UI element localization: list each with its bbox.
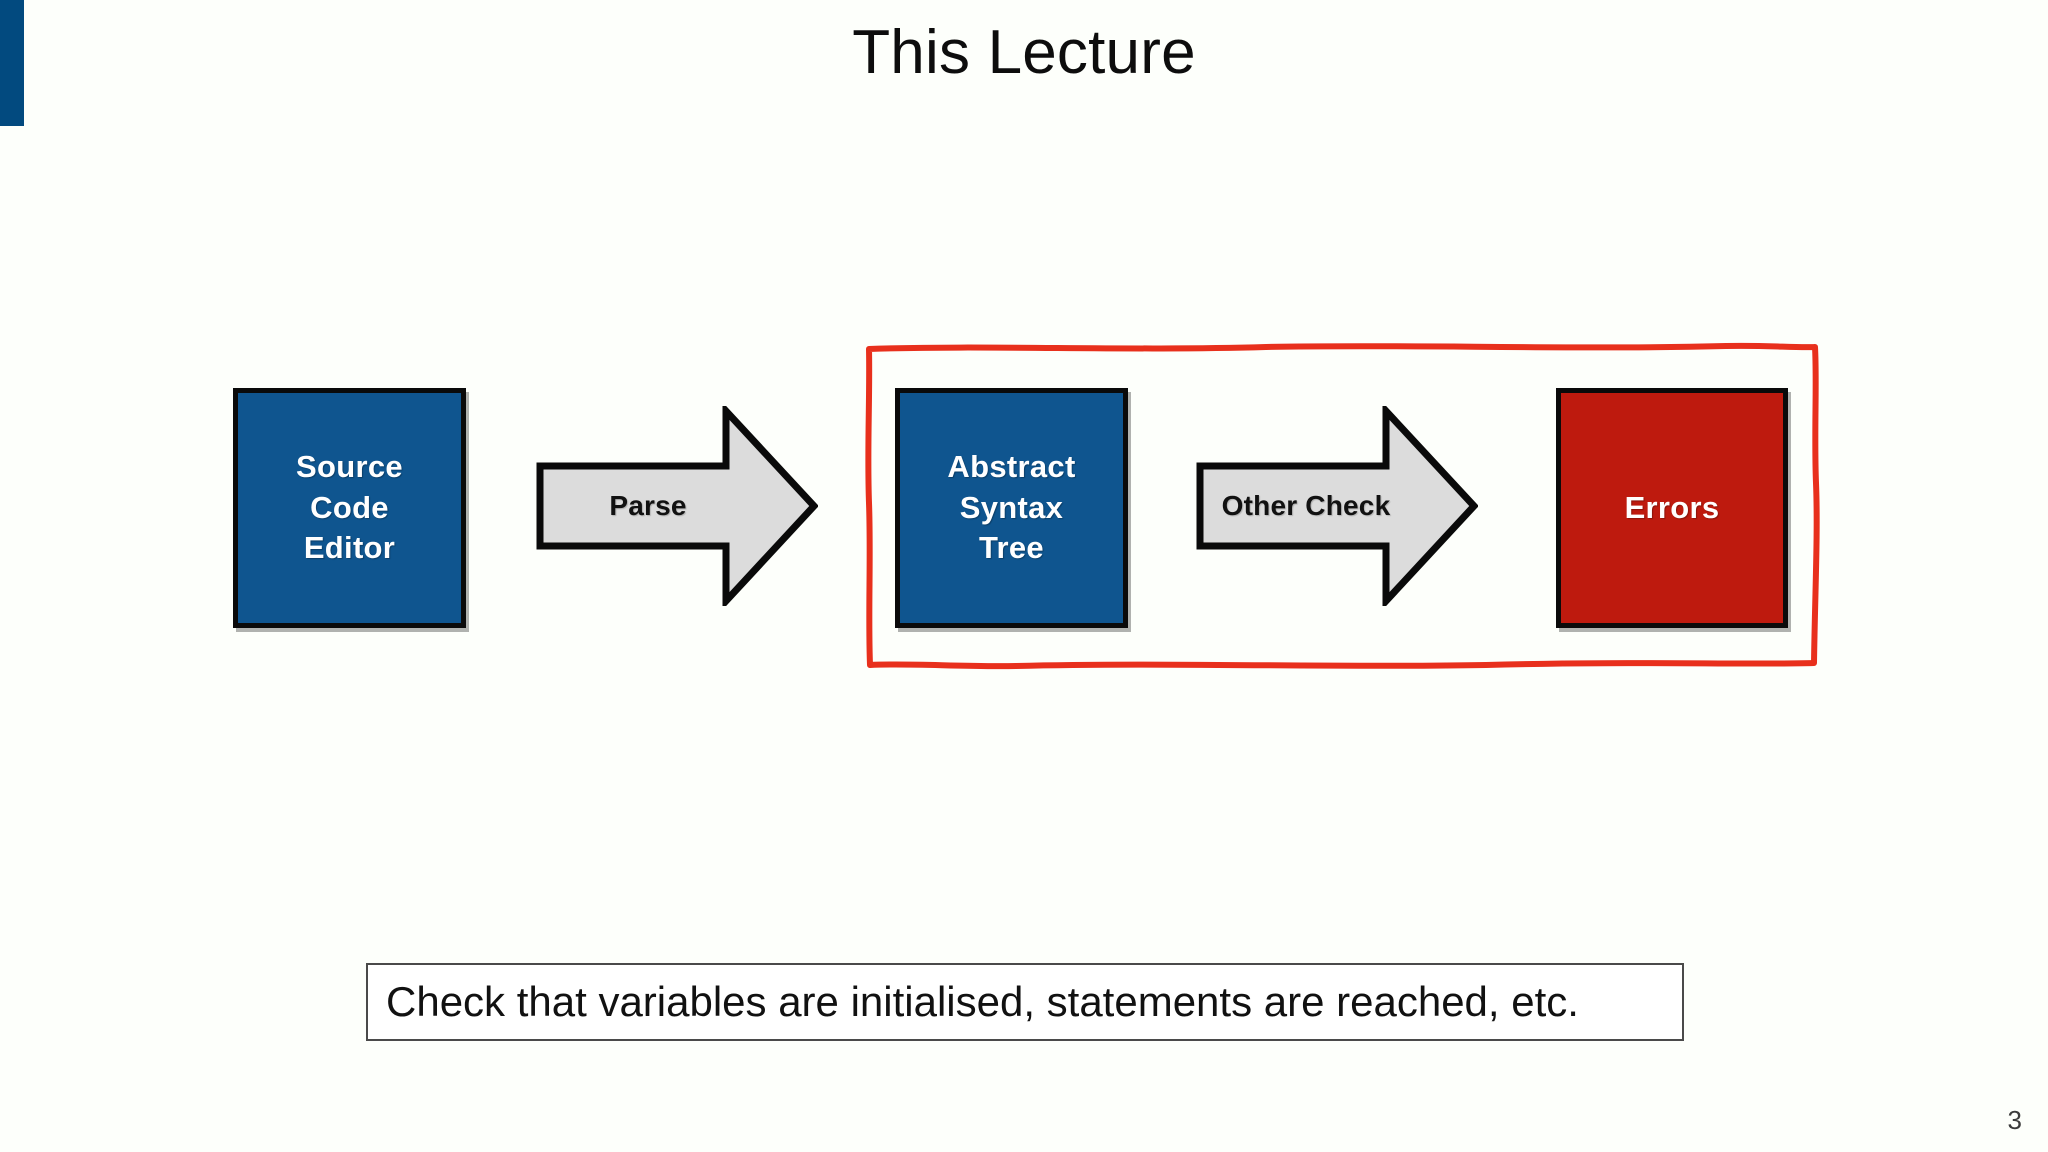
caption-box: Check that variables are initialised, st… xyxy=(366,963,1684,1041)
page-number: 3 xyxy=(2007,1105,2022,1135)
arrow-other-check[interactable]: Other Check xyxy=(1196,406,1478,606)
node-errors[interactable]: Errors xyxy=(1556,388,1788,628)
caption-text: Check that variables are initialised, st… xyxy=(386,977,1579,1025)
node-label: Abstract Syntax Tree xyxy=(947,448,1076,566)
page-title: This Lecture xyxy=(852,18,1196,87)
node-label: Errors xyxy=(1624,489,1720,525)
red-highlight-annotation xyxy=(865,342,1820,670)
arrow-label: Parse xyxy=(609,490,687,521)
arrow-label: Other Check xyxy=(1221,490,1391,521)
node-label: Source Code Editor xyxy=(296,448,403,566)
node-source-code-editor[interactable]: Source Code Editor xyxy=(233,388,466,628)
left-accent-bar xyxy=(0,0,24,126)
node-abstract-syntax-tree[interactable]: Abstract Syntax Tree xyxy=(895,388,1128,628)
arrow-parse[interactable]: Parse xyxy=(536,406,818,606)
